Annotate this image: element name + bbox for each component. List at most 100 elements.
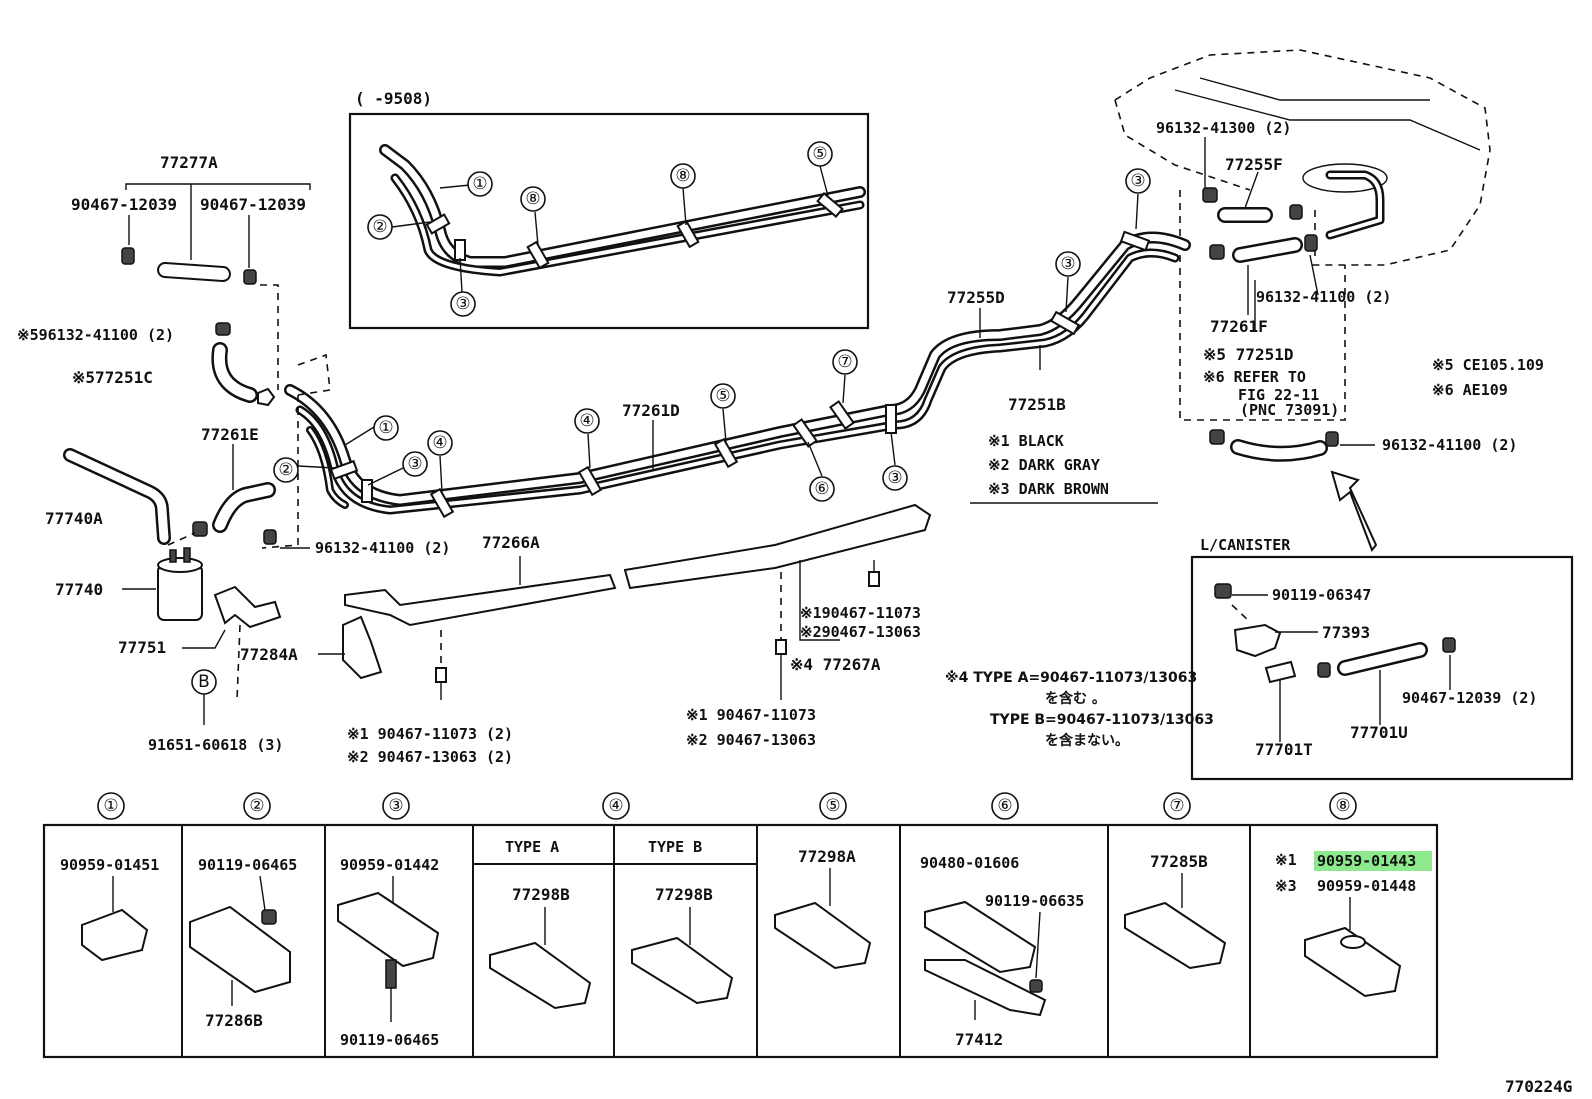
callout-3: ③ xyxy=(887,468,902,488)
callout-6: ⑥ xyxy=(814,479,829,499)
label-77251D: ※5 77251D xyxy=(1203,345,1293,364)
clamp-table: ① ② ③ ④ ⑤ ⑥ ⑦ ⑧ 90959-01451 90119-06465 … xyxy=(42,792,1439,1059)
table-part-90959-01443: 90959-01443 xyxy=(1317,852,1416,870)
callout-4: ④ xyxy=(579,411,594,431)
table-mark-x1: ※1 xyxy=(1275,851,1297,869)
table-part-77412: 77412 xyxy=(955,1030,1003,1049)
label-96132-41300: 96132-41300 (2) xyxy=(1156,119,1291,137)
label-77251C: ※577251C xyxy=(72,368,153,387)
note-x5: ※5 CE105.109 xyxy=(1432,356,1544,374)
table-part-77298B: 77298B xyxy=(512,885,570,904)
label-77267A: ※4 77267A xyxy=(790,655,881,674)
callout-7: ⑦ xyxy=(837,352,852,372)
table-part-77286B: 77286B xyxy=(205,1011,263,1030)
table-part-90959-01451: 90959-01451 xyxy=(60,856,159,874)
label-77255F: 77255F xyxy=(1225,155,1283,174)
label-96132-41100: 96132-41100 (2) xyxy=(315,539,450,557)
table-part-90480-01606: 90480-01606 xyxy=(920,854,1019,872)
type-note-2: を含む 。 xyxy=(1045,690,1106,707)
canister-title: L/CANISTER xyxy=(1200,536,1291,554)
label-77261D: 77261D xyxy=(622,401,680,420)
type-note-1: ※4 TYPE A=90467-11073/13063 xyxy=(945,670,1197,686)
table-part-77298B: 77298B xyxy=(655,885,713,904)
callout-5: ⑤ xyxy=(812,144,827,164)
table-part-77285B: 77285B xyxy=(1150,852,1208,871)
table-col-4: ④ xyxy=(608,796,623,816)
label-90467-11073: ※190467-11073 xyxy=(800,604,921,622)
callout-4: ④ xyxy=(432,433,447,453)
label-90467-13063: ※290467-13063 xyxy=(800,623,921,641)
label-90467-12039: 90467-12039 xyxy=(200,195,306,214)
table-part-90119-06465: 90119-06465 xyxy=(198,856,297,874)
label-90467-11073-2: ※1 90467-11073 (2) xyxy=(347,725,513,743)
label-77751: 77751 xyxy=(118,638,166,657)
label-77261E: 77261E xyxy=(201,425,259,444)
table-type-a: TYPE A xyxy=(505,838,559,856)
label-90467-12039: 90467-12039 (2) xyxy=(1402,689,1537,707)
table-part-90959-01448: 90959-01448 xyxy=(1317,877,1416,895)
callout-3: ③ xyxy=(455,294,470,314)
callout-2: ② xyxy=(372,217,387,237)
label-77266A: 77266A xyxy=(482,533,540,552)
note-x6: ※6 AE109 xyxy=(1432,381,1508,399)
callout-B: B xyxy=(198,672,210,692)
label-pnc: (PNC 73091) xyxy=(1240,401,1339,419)
tank-hoses xyxy=(1202,137,1378,552)
label-90467-11073: ※1 90467-11073 xyxy=(686,706,816,724)
canister-inset: L/CANISTER xyxy=(1190,536,1574,781)
left-components: B xyxy=(63,183,383,725)
table-type-b: TYPE B xyxy=(648,838,702,856)
label-96132-41100: 96132-41100 (2) xyxy=(1256,288,1391,306)
label-96132-41100: 96132-41100 (2) xyxy=(1382,436,1517,454)
label-90467-13063-2: ※2 90467-13063 (2) xyxy=(347,748,513,766)
inset-detail: ( -9508) ① ② ③ ⑧ ⑧ ⑤ xyxy=(348,89,870,330)
label-refer-to: ※6 REFER TO xyxy=(1203,368,1306,386)
figure-id: 770224G xyxy=(1505,1077,1572,1096)
highlight xyxy=(1314,851,1432,871)
label-77284A: 77284A xyxy=(240,645,298,664)
label-77261F: 77261F xyxy=(1210,317,1268,336)
callout-8: ⑧ xyxy=(525,189,540,209)
callout-1: ① xyxy=(472,174,487,194)
label-91651-60618: 91651-60618 (3) xyxy=(148,736,283,754)
color-note-dark-brown: ※3 DARK BROWN xyxy=(988,480,1109,498)
label-77255D: 77255D xyxy=(947,288,1005,307)
label-90467-12039: 90467-12039 xyxy=(71,195,177,214)
label-77740: 77740 xyxy=(55,580,103,599)
table-part-77298A: 77298A xyxy=(798,847,856,866)
table-col-8: ⑧ xyxy=(1335,796,1350,816)
callout-3: ③ xyxy=(1060,254,1075,274)
label-77277A: 77277A xyxy=(160,153,218,172)
callout-3: ③ xyxy=(1130,171,1145,191)
type-note-3: TYPE B=90467-11073/13063 xyxy=(990,712,1214,728)
fuel-pipe-assembly: ① ② ③ ④ ④ ⑤ ⑥ ⑦ ③ ③ ③ xyxy=(273,168,1191,519)
label-77701T: 77701T xyxy=(1255,740,1313,759)
color-note-dark-gray: ※2 DARK GRAY xyxy=(988,456,1100,474)
label-77740A: 77740A xyxy=(45,509,103,528)
label-77393: 77393 xyxy=(1322,623,1370,642)
label-fig: FIG 22-11 xyxy=(1238,386,1319,404)
table-col-3: ③ xyxy=(388,796,403,816)
callout-5: ⑤ xyxy=(715,386,730,406)
table-col-7: ⑦ xyxy=(1169,796,1184,816)
table-part-90959-01442: 90959-01442 xyxy=(340,856,439,874)
label-90119-06347: 90119-06347 xyxy=(1272,586,1371,604)
color-note-black: ※1 BLACK xyxy=(988,432,1064,450)
label-96132-41100-x5: ※596132-41100 (2) xyxy=(17,326,174,344)
label-90467-13063: ※2 90467-13063 xyxy=(686,731,816,749)
callout-3: ③ xyxy=(407,454,422,474)
table-col-1: ① xyxy=(103,796,118,816)
frame-brackets xyxy=(344,503,932,700)
inset-title: ( -9508) xyxy=(355,89,432,108)
label-77701U: 77701U xyxy=(1350,723,1408,742)
table-col-2: ② xyxy=(249,796,264,816)
table-part-90119-06635: 90119-06635 xyxy=(985,892,1084,910)
table-col-6: ⑥ xyxy=(997,796,1012,816)
table-col-5: ⑤ xyxy=(825,796,840,816)
type-note-4: を含まない。 xyxy=(1045,732,1129,749)
table-mark-x3: ※3 xyxy=(1275,877,1297,895)
part-labels: 77277A 90467-12039 90467-12039 ※596132-4… xyxy=(17,119,1544,766)
callout-2: ② xyxy=(278,460,293,480)
callout-1: ① xyxy=(378,418,393,438)
